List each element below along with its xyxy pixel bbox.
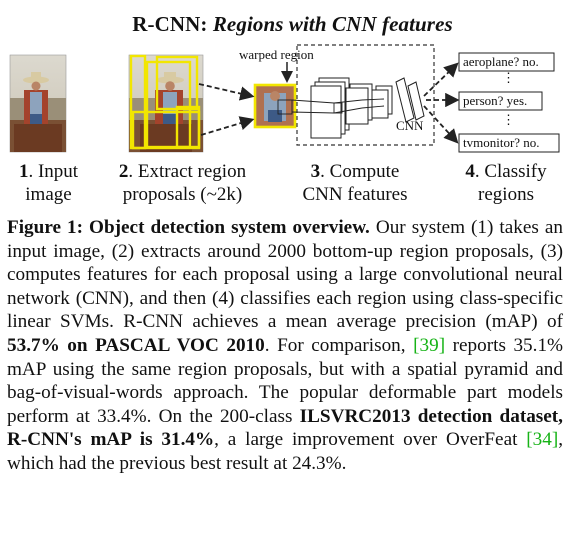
pipeline-diagram xyxy=(9,44,560,153)
cnn-layers xyxy=(310,77,425,139)
title-italic: Regions with CNN features xyxy=(212,12,453,36)
output-tvmonitor: tvmonitor? no. xyxy=(463,135,540,150)
output-dots-1: ⋮ xyxy=(502,70,515,85)
figure-caption: Figure 1: Object detection system overvi… xyxy=(7,217,564,474)
input-image xyxy=(9,54,67,153)
citation-39[interactable]: [39] xyxy=(413,334,446,356)
warped-region-label: warped region xyxy=(239,47,314,62)
figure-title: R-CNN: Regions with CNN features xyxy=(0,12,585,37)
output-dots-2: ⋮ xyxy=(502,112,515,127)
title-main: R-CNN: xyxy=(132,12,208,36)
cnn-label: CNN xyxy=(396,118,424,133)
caption-heading: Object detection system overview. xyxy=(89,217,370,238)
caption-label: Figure 1: xyxy=(7,217,84,238)
citation-34[interactable]: [34] xyxy=(526,429,559,451)
warped-region xyxy=(253,83,297,129)
output-aeroplane: aeroplane? no. xyxy=(463,54,539,69)
proposal-image xyxy=(128,54,204,153)
output-person: person? yes. xyxy=(463,93,528,108)
